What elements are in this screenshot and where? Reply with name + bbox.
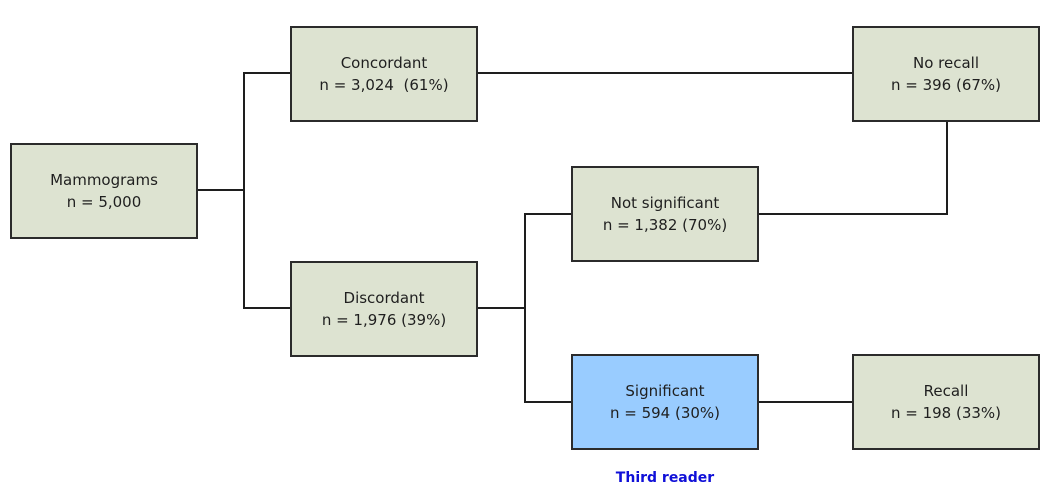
connector-not-significant-no-recall bbox=[758, 121, 948, 215]
node-count: n = 396 (67%) bbox=[890, 76, 1002, 94]
connector-split-concordant bbox=[243, 72, 291, 190]
node-recall: Recall n = 198 (33%) bbox=[852, 354, 1040, 450]
connector-split-discordant bbox=[243, 190, 291, 309]
node-count: n = 1,382 (70%) bbox=[602, 216, 728, 234]
connector-split-significant bbox=[524, 308, 572, 403]
node-no-recall: No recall n = 396 (67%) bbox=[852, 26, 1040, 122]
node-count: n = 3,024 (61%) bbox=[319, 76, 449, 94]
node-title: Concordant bbox=[340, 54, 428, 72]
node-title: Mammograms bbox=[50, 171, 158, 189]
node-mammograms: Mammograms n = 5,000 bbox=[10, 143, 198, 239]
node-count: n = 1,976 (39%) bbox=[321, 311, 447, 329]
node-significant: Significant n = 594 (30%) bbox=[571, 354, 759, 450]
node-title: No recall bbox=[912, 54, 979, 72]
node-title: Significant bbox=[625, 382, 705, 400]
node-concordant: Concordant n = 3,024 (61%) bbox=[290, 26, 478, 122]
node-title: Not significant bbox=[610, 194, 720, 212]
connector-split-not-significant bbox=[524, 213, 572, 308]
node-discordant: Discordant n = 1,976 (39%) bbox=[290, 261, 478, 357]
node-count: n = 594 (30%) bbox=[609, 404, 721, 422]
third-reader-caption: Third reader bbox=[615, 470, 715, 486]
node-count: n = 5,000 bbox=[66, 193, 142, 211]
node-count: n = 198 (33%) bbox=[890, 404, 1002, 422]
node-title: Recall bbox=[923, 382, 969, 400]
node-not-significant: Not significant n = 1,382 (70%) bbox=[571, 166, 759, 262]
node-title: Discordant bbox=[343, 289, 425, 307]
